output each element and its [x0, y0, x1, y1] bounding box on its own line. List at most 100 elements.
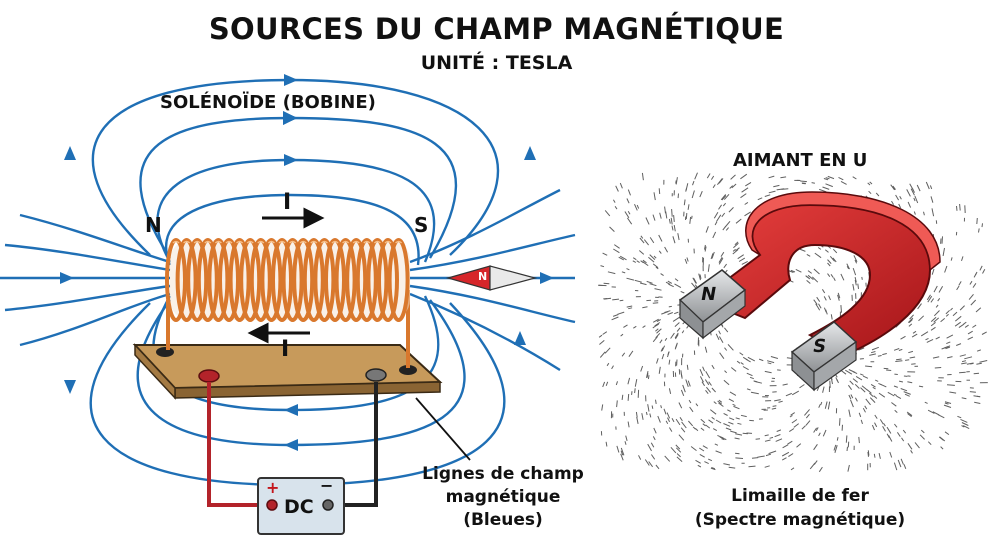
iron-filing: [981, 223, 983, 228]
iron-filing: [895, 194, 900, 201]
iron-filing: [930, 316, 937, 322]
iron-filing: [818, 404, 821, 408]
iron-filing: [680, 370, 683, 377]
iron-filing: [872, 386, 876, 390]
iron-filing: [883, 423, 886, 427]
iron-filing: [937, 298, 941, 302]
iron-filing: [796, 443, 802, 448]
coil-highlight: [363, 240, 371, 244]
iron-filing: [674, 278, 679, 282]
iron-filing: [645, 217, 650, 225]
iron-filing: [900, 458, 904, 465]
iron-filing: [869, 392, 874, 397]
iron-filing: [747, 356, 756, 362]
iron-filing: [705, 424, 711, 429]
iron-filing: [768, 190, 776, 194]
iron-filing: [970, 299, 977, 306]
iron-filing: [737, 422, 742, 425]
iron-filing: [724, 347, 728, 351]
iron-filing: [676, 456, 683, 462]
coil-highlight: [331, 240, 339, 244]
iron-filing: [648, 256, 655, 263]
coil-turns: [165, 238, 410, 322]
iron-filing: [685, 379, 689, 387]
iron-filing: [676, 327, 681, 332]
iron-filing: [853, 255, 858, 263]
iron-filing: [893, 348, 900, 351]
iron-filing: [615, 185, 619, 192]
iron-filing: [862, 407, 866, 413]
iron-filing: [938, 286, 944, 293]
iron-filing: [901, 437, 905, 442]
iron-filing: [707, 264, 710, 272]
coil-turn: [196, 238, 219, 322]
iron-filing: [893, 385, 898, 388]
iron-filing: [627, 393, 630, 401]
field-line-right-3: [409, 284, 576, 324]
iron-filing: [746, 372, 753, 377]
iron-filing: [959, 203, 961, 211]
iron-filing: [668, 388, 672, 395]
iron-filing: [780, 176, 787, 179]
iron-filing: [718, 204, 723, 210]
iron-filing: [927, 295, 933, 303]
iron-filing: [649, 254, 656, 260]
iron-filing: [933, 310, 940, 317]
iron-filing: [962, 425, 970, 430]
iron-filing: [944, 265, 948, 273]
iron-filing: [650, 454, 656, 460]
iron-filing: [621, 352, 626, 357]
iron-filing: [675, 447, 682, 453]
iron-filing: [604, 210, 611, 217]
iron-filing: [920, 429, 925, 434]
iron-filing: [882, 425, 886, 432]
iron-filing: [917, 303, 922, 310]
iron-filing: [709, 409, 717, 415]
iron-filing: [815, 427, 819, 432]
iron-filing: [959, 371, 966, 374]
iron-filing: [944, 431, 950, 436]
iron-filing: [919, 434, 925, 440]
iron-filing: [670, 217, 673, 225]
iron-filing: [720, 251, 725, 257]
iron-filing: [933, 317, 940, 323]
iron-filing: [781, 451, 790, 457]
iron-filing: [721, 438, 725, 441]
iron-filing: [867, 182, 871, 186]
field-line-right-4: [409, 188, 561, 264]
coil-turn: [249, 238, 272, 322]
iron-filing: [614, 244, 620, 249]
iron-filing: [834, 445, 838, 453]
coil-turn: [366, 238, 389, 322]
iron-filing: [658, 188, 661, 195]
iron-filing: [733, 242, 739, 249]
coil-highlight: [299, 240, 307, 244]
iron-filing: [818, 466, 823, 473]
iron-filing: [931, 268, 935, 275]
iron-filing: [725, 427, 732, 431]
iron-filing: [710, 467, 716, 471]
iron-filing: [723, 193, 730, 200]
iron-filing: [731, 183, 737, 189]
battery-dc-label: DC: [284, 496, 314, 518]
iron-filing: [801, 425, 806, 430]
iron-filing: [600, 265, 605, 268]
coil-turn: [334, 238, 357, 322]
coil-highlight: [172, 240, 180, 244]
iron-filing: [634, 388, 636, 394]
iron-filing: [882, 353, 887, 356]
iron-filing: [944, 401, 952, 404]
coil-turn: [355, 238, 378, 322]
iron-filing: [643, 239, 649, 246]
iron-filing: [672, 236, 676, 244]
iron-filing: [886, 369, 892, 371]
compass-north-label: N: [478, 270, 488, 283]
iron-filing: [729, 417, 735, 421]
caption-pointer: [415, 397, 471, 461]
iron-filing: [626, 268, 630, 271]
iron-filing: [740, 173, 748, 180]
iron-filing: [920, 331, 929, 337]
iron-filing: [632, 257, 637, 261]
magnet-heading: AIMANT EN U: [733, 150, 868, 171]
iron-filing: [735, 247, 740, 252]
